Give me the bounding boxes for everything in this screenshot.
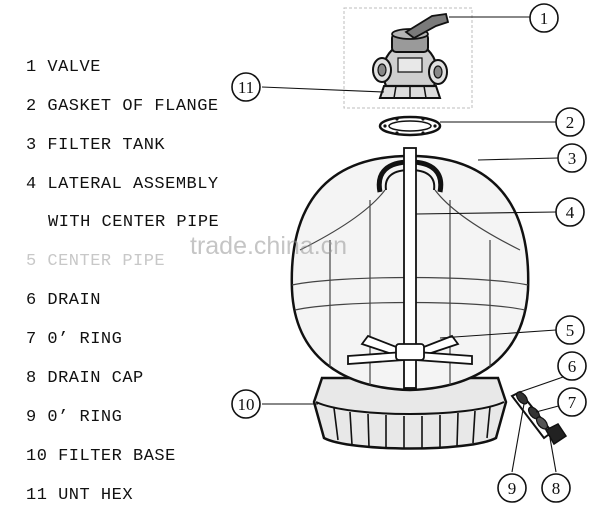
callout-label-10: 10	[238, 395, 255, 414]
leader-lines	[261, 16, 567, 473]
legend-item-3: 3 FILTER TANK	[26, 136, 165, 155]
legend-number: 9	[26, 408, 37, 427]
legend-item-4: 4 LATERAL ASSEMBLY	[26, 175, 219, 194]
callout-label-9: 9	[508, 479, 517, 498]
legend-label: DRAIN CAP	[47, 369, 144, 388]
legend-item-11: 11 UNT HEX	[26, 486, 133, 505]
legend-label: DRAIN	[47, 291, 101, 310]
callout-label-4: 4	[566, 203, 575, 222]
legend-item-2: 2 GASKET OF FLANGE	[26, 97, 219, 116]
legend-item-6: 6 DRAIN	[26, 291, 101, 310]
watermark: trade.china.cn	[190, 232, 348, 260]
legend-label: 0’ RING	[47, 330, 123, 349]
callout-label-8: 8	[552, 479, 561, 498]
legend-number: 2	[26, 97, 37, 116]
callout-2	[555, 107, 585, 137]
callout-10	[231, 389, 261, 419]
callout-label-2: 2	[566, 113, 575, 132]
legend-label: 0’ RING	[47, 408, 123, 427]
callout-label-1: 1	[540, 9, 549, 28]
callout-9	[497, 473, 527, 503]
legend-item-8: 8 DRAIN CAP	[26, 369, 144, 388]
legend-number: 11	[26, 486, 48, 505]
legend-label: FILTER TANK	[47, 136, 166, 155]
callout-label-3: 3	[568, 149, 577, 168]
filter-base	[312, 376, 508, 450]
legend-number: 10	[26, 447, 48, 466]
legend-label: UNT HEX	[58, 486, 134, 505]
legend-item-1: 1 VALVE	[26, 58, 101, 77]
legend-item-4-continued: WITH CENTER PIPE	[48, 213, 219, 232]
callout-3	[557, 143, 587, 173]
legend-label: GASKET OF FLANGE	[47, 97, 219, 116]
drain-assembly	[510, 390, 568, 446]
legend-number: 1	[26, 58, 37, 77]
legend-item-5: 5 CENTER PIPE	[26, 252, 165, 271]
union-hex-nut	[378, 85, 442, 99]
legend-label: FILTER BASE	[58, 447, 176, 466]
callout-label-5: 5	[566, 321, 575, 340]
callout-8	[541, 473, 571, 503]
callout-label-7: 7	[568, 393, 577, 412]
callout-6	[557, 351, 587, 381]
callout-4	[555, 197, 585, 227]
callout-1	[529, 3, 559, 33]
callout-11	[231, 72, 261, 102]
legend-label: LATERAL ASSEMBLY	[47, 175, 219, 194]
legend-number: 3	[26, 136, 37, 155]
callout-label-11: 11	[238, 78, 254, 97]
legend-item-7: 7 0’ RING	[26, 330, 122, 349]
legend-label: WITH CENTER PIPE	[48, 213, 220, 232]
legend-label: VALVE	[47, 58, 101, 77]
lateral-assembly	[347, 147, 473, 389]
legend-item-9: 9 0’ RING	[26, 408, 122, 427]
legend-number: 4	[26, 175, 37, 194]
legend-number: 8	[26, 369, 37, 388]
callout-7	[557, 387, 587, 417]
callout-label-6: 6	[568, 357, 577, 376]
legend-number: 6	[26, 291, 37, 310]
callouts	[231, 3, 587, 503]
flange-gasket	[378, 115, 442, 137]
valve-outline-box	[343, 7, 473, 109]
legend-label: CENTER PIPE	[47, 252, 166, 271]
callout-5	[555, 315, 585, 345]
legend-item-10: 10 FILTER BASE	[26, 447, 176, 466]
multiport-valve	[372, 12, 450, 88]
legend-number: 5	[26, 252, 37, 271]
legend-number: 7	[26, 330, 37, 349]
